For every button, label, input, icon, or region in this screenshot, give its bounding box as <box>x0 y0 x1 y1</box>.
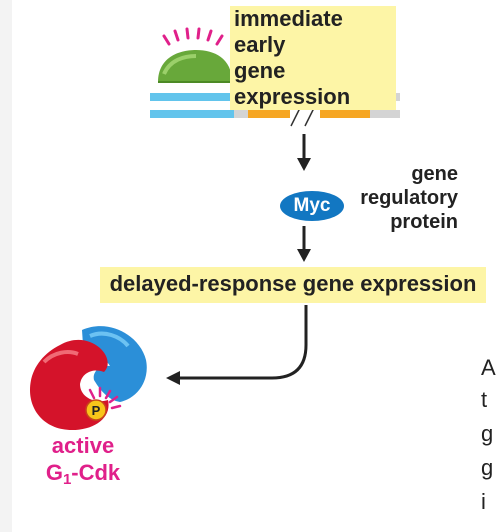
cut-off-text-2: t <box>481 387 488 412</box>
active-g1-cdk-label: active G1-Cdk <box>38 432 128 493</box>
cut-off-text-4: g <box>481 455 494 480</box>
transcription-blob <box>158 50 232 83</box>
myc-label-line-1: gene <box>411 163 458 185</box>
arrow-down-2 <box>297 226 311 262</box>
phosphate-circle <box>85 399 107 421</box>
immediate-early-title: immediate early gene expression <box>230 6 396 110</box>
delayed-response-label: delayed-response gene expression <box>109 271 477 296</box>
myc-oval <box>280 191 344 221</box>
myc-label-line-2: regulatory <box>360 187 458 209</box>
phosphate-burst-icon <box>88 386 122 410</box>
cut-off-text-1: A <box>481 355 496 380</box>
left-margin-bar <box>0 0 12 532</box>
phosphate-label: P <box>92 403 101 418</box>
arrow-to-cdk <box>166 305 308 385</box>
cut-off-text-5: i <box>481 489 486 514</box>
cut-off-text-3: g <box>481 421 494 446</box>
title-line-1: immediate early <box>234 6 343 57</box>
activity-burst-icon <box>162 27 224 46</box>
myc-badge-text: Myc <box>293 195 331 216</box>
active-label-line-2: G1-Cdk <box>45 460 121 488</box>
gene-regulatory-protein-label: gene regulatory protein <box>322 162 458 234</box>
title-line-2: gene expression <box>234 58 351 109</box>
active-label-line-1: active <box>51 433 115 458</box>
arrow-down-1 <box>297 134 311 171</box>
delayed-response-box: delayed-response gene expression <box>100 267 486 303</box>
myc-label-line-3: protein <box>390 211 458 233</box>
